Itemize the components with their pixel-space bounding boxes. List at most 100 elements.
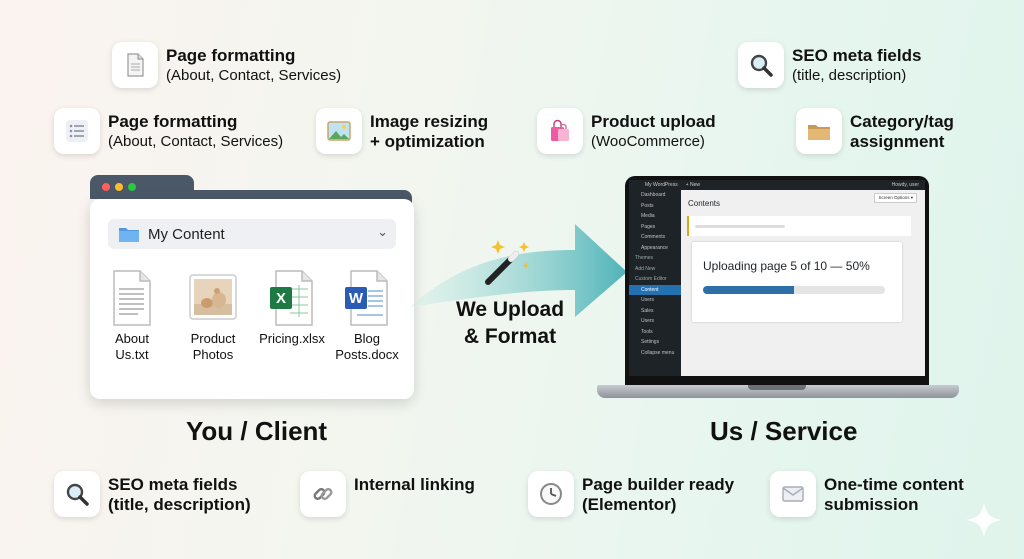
wp-admin-bar: My WordPress + New Howdy, user <box>629 180 925 190</box>
feature-page-formatting-1: Page formatting (About, Contact, Service… <box>112 42 341 88</box>
envelope-icon <box>770 471 816 517</box>
process-arrow <box>410 224 627 317</box>
wordpress-admin: My WordPress + New Howdy, user Dashboard… <box>629 180 925 376</box>
feature-title: Page formatting <box>108 112 238 131</box>
feature-title: Page builder ready <box>582 475 735 494</box>
wp-submenu-add-new[interactable]: Add New <box>635 265 656 272</box>
wp-page-title: Contents <box>688 199 721 208</box>
text-file-icon <box>113 270 151 326</box>
feature-subtitle: (title, description) <box>792 67 907 84</box>
feature-title: Internal linking <box>354 475 475 494</box>
feature-one-time-submission: One-time content submission <box>770 471 964 517</box>
wp-user-menu[interactable]: Howdy, user <box>891 182 919 188</box>
folder-icon <box>119 228 139 242</box>
feature-subtitle: (About, Contact, Services) <box>108 133 284 150</box>
file-name: Blog Posts.docx <box>335 331 399 362</box>
folder-icon <box>796 108 842 154</box>
feature-seo-meta-top: SEO meta fields (title, description) <box>738 42 921 88</box>
wp-menu-sales[interactable]: Sales <box>641 307 654 314</box>
feature-title: SEO meta fields <box>108 475 238 494</box>
feature-subtitle: assignment <box>850 132 945 151</box>
feature-subtitle: (WooCommerce) <box>591 133 705 150</box>
wp-menu-posts[interactable]: Posts <box>641 202 654 209</box>
feature-title: Page formatting <box>166 46 296 65</box>
process-label-line1: We Upload <box>455 298 565 321</box>
chevron-down-icon: ⌄ <box>377 224 388 239</box>
window-zoom-dot <box>128 183 136 191</box>
feature-title: SEO meta fields <box>792 46 922 65</box>
service-label: Us / Service <box>710 416 858 446</box>
wp-menu-collapse[interactable]: Collapse menu <box>641 349 675 356</box>
file-item[interactable]: About Us.txt <box>97 269 167 363</box>
file-item[interactable]: X Pricing.xlsx <box>257 269 327 347</box>
wp-submenu-themes[interactable]: Themes <box>635 255 654 261</box>
feature-subtitle: (About, Contact, Services) <box>166 67 342 84</box>
window-close-dot <box>102 183 110 191</box>
feature-title: One-time content <box>824 475 964 494</box>
feature-title: Image resizing <box>370 112 489 131</box>
upload-progress-fill <box>703 286 794 294</box>
feature-subtitle: (title, description) <box>108 495 251 514</box>
photo-icon <box>189 274 237 320</box>
client-label: You / Client <box>186 416 328 446</box>
wp-site-name[interactable]: My WordPress <box>645 182 678 188</box>
feature-subtitle: (Elementor) <box>582 495 677 514</box>
file-item[interactable]: W Blog Posts.docx <box>332 269 402 363</box>
wp-menu-tools[interactable]: Tools <box>641 328 653 335</box>
wp-menu-pages[interactable]: Pages <box>641 223 656 230</box>
feature-subtitle: + optimization <box>370 132 485 151</box>
laptop-base <box>597 385 959 398</box>
wp-menu-content[interactable]: Content <box>629 284 681 295</box>
wp-screen-options[interactable]: Screen Options ▾ <box>874 193 917 203</box>
wp-menu-settings[interactable]: Settings <box>641 339 660 345</box>
folder-dropdown[interactable]: My Content ⌄ <box>108 219 396 249</box>
magic-wand-icon <box>485 240 530 285</box>
feature-title: Product upload <box>591 112 716 131</box>
wp-sidebar: Dashboard Posts Media Pages Comments App… <box>629 190 681 376</box>
feature-subtitle: submission <box>824 495 919 514</box>
feature-image-resizing: Image resizing + optimization <box>316 108 488 154</box>
file-name: Pricing.xlsx <box>259 331 325 346</box>
wp-menu-users-2[interactable]: Users <box>641 318 655 324</box>
word-icon: W <box>345 270 388 326</box>
feature-title: Category/tag <box>850 112 954 131</box>
svg-text:X: X <box>276 290 286 307</box>
feature-seo-meta-bottom: SEO meta fields (title, description) <box>54 471 251 517</box>
file-name: About Us.txt <box>115 331 149 362</box>
laptop-notch <box>748 385 806 390</box>
file-name: Product Photos <box>190 331 236 362</box>
wp-menu-media[interactable]: Media <box>641 213 655 219</box>
feature-page-formatting-2: Page formatting (About, Contact, Service… <box>54 108 283 154</box>
upload-status-text: Uploading page 5 of 10 — 50% <box>703 259 870 273</box>
svg-text:W: W <box>349 290 364 307</box>
wp-menu-users[interactable]: Users <box>641 297 655 303</box>
wp-notice <box>687 216 911 236</box>
feature-product-upload: Product upload (WooCommerce) <box>537 108 716 154</box>
feature-page-builder: Page builder ready (Elementor) <box>528 471 734 517</box>
window-minimize-dot <box>115 183 123 191</box>
list-icon <box>54 108 100 154</box>
folder-title: My Content <box>148 225 225 243</box>
link-icon <box>300 471 346 517</box>
content-folder-window: My Content ⌄ About Us.txt Product Photos… <box>90 199 414 399</box>
wp-menu-appearance[interactable]: Appearance <box>641 244 668 251</box>
wp-menu-dashboard[interactable]: Dashboard <box>641 192 666 198</box>
feature-category-tag: Category/tag assignment <box>796 108 954 154</box>
process-label-line2: & Format <box>463 325 557 348</box>
file-item[interactable]: Product Photos <box>178 269 248 363</box>
wp-submenu-custom-editor[interactable]: Custom Editor <box>635 276 667 282</box>
sparkle-icon <box>966 502 1002 538</box>
wp-new-button[interactable]: + New <box>685 182 701 188</box>
clock-icon <box>528 471 574 517</box>
magnifier-icon <box>738 42 784 88</box>
feature-internal-linking: Internal linking <box>300 471 475 517</box>
magnifier-icon <box>54 471 100 517</box>
shopping-bag-icon <box>537 108 583 154</box>
upload-progress-bar <box>703 286 885 294</box>
image-icon <box>316 108 362 154</box>
excel-icon: X <box>270 270 313 326</box>
upload-progress-card: Uploading page 5 of 10 — 50% <box>692 242 902 322</box>
wp-main-content: Screen Options ▾ Contents Uploading page… <box>681 190 925 376</box>
document-icon <box>112 42 158 88</box>
wp-menu-comments[interactable]: Comments <box>641 234 666 240</box>
